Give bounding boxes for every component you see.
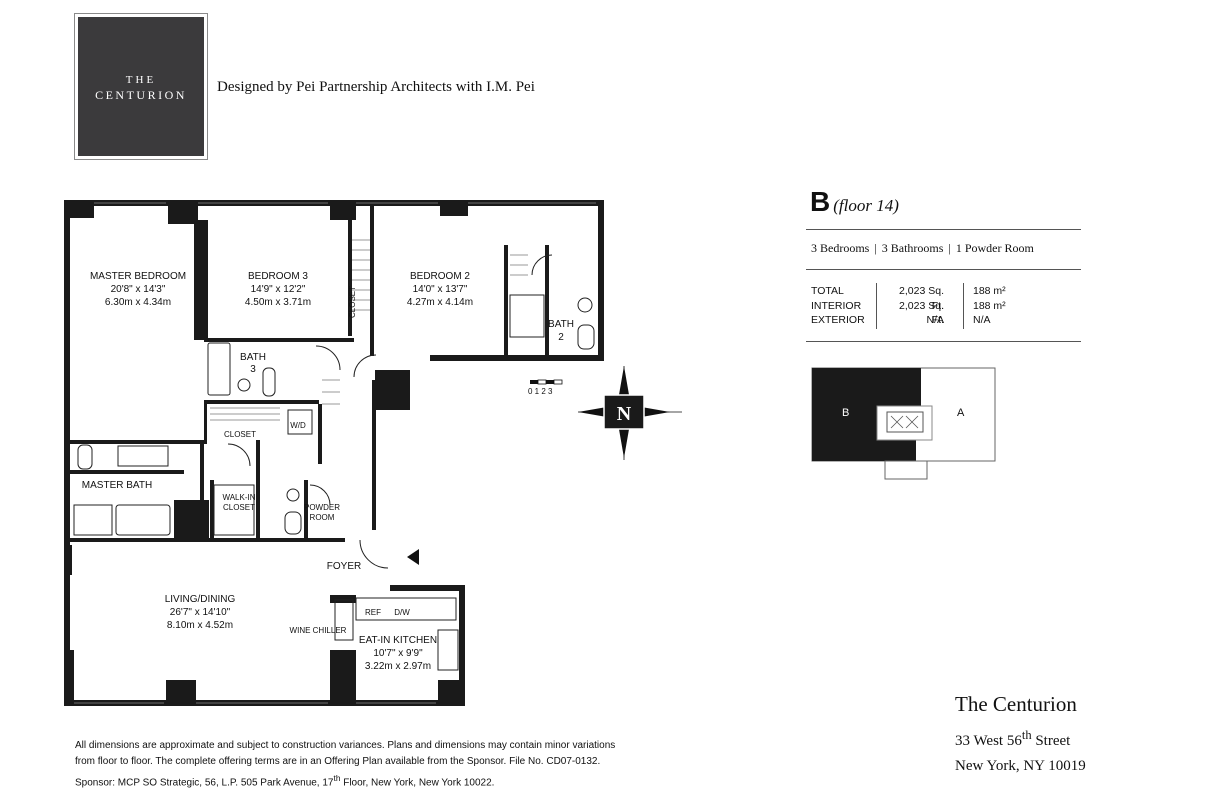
bedroom3-label: BEDROOM 3 bbox=[248, 271, 308, 282]
area-label: INTERIOR bbox=[811, 299, 862, 312]
disclaimer-line-1: All dimensions are approximate and subje… bbox=[75, 740, 616, 751]
street-name: Street bbox=[1031, 733, 1071, 749]
divider-top bbox=[806, 229, 1081, 230]
washer-dryer-label: W/D bbox=[290, 421, 306, 430]
closet-shelving bbox=[210, 239, 528, 421]
closet-label: CLOSET bbox=[224, 430, 256, 439]
kitchen-dim: 10'7" x 9'9" bbox=[373, 648, 423, 659]
keyplan-unit-b: B bbox=[842, 407, 849, 419]
keyplan-unit-a: A bbox=[957, 407, 965, 419]
closet-vertical-label: CLOSET bbox=[348, 286, 357, 318]
bedroom2-metric: 4.27m x 4.14m bbox=[407, 297, 473, 308]
sponsor-text: Sponsor: MCP SO Strategic, 56, L.P. 505 … bbox=[75, 777, 334, 789]
bedroom2-dim: 14'0" x 13'7" bbox=[413, 284, 468, 295]
living-dining-metric: 8.10m x 4.52m bbox=[167, 620, 233, 631]
disclaimer-line-2: from floor to floor. The complete offeri… bbox=[75, 756, 601, 767]
north-compass-icon: N bbox=[578, 366, 682, 460]
unit-title: B(floor 14) bbox=[810, 186, 899, 218]
kitchen-label: EAT-IN KITCHEN bbox=[359, 635, 437, 646]
foyer-label: FOYER bbox=[327, 561, 361, 572]
wine-chiller-label: WINE CHILLER bbox=[290, 626, 347, 635]
floor-plan: 0 1 2 3 N MASTER BEDROOM 20'8" x 14'3" 6… bbox=[64, 200, 682, 706]
bath2-label: BATH bbox=[548, 319, 574, 330]
logo-name: CENTURION bbox=[95, 88, 187, 102]
walk-in-closet-label-2: CLOSET bbox=[223, 503, 255, 512]
disclaimer: All dimensions are approximate and subje… bbox=[75, 738, 695, 791]
unit-floor: (floor 14) bbox=[833, 196, 899, 215]
dishwasher-label: D/W bbox=[394, 608, 410, 617]
logo-the: THE bbox=[125, 74, 157, 86]
key-plan: B A bbox=[811, 367, 996, 480]
master-bath-label: MASTER BATH bbox=[82, 480, 152, 491]
area-divider bbox=[963, 283, 964, 329]
floor-suffix: th bbox=[333, 773, 341, 783]
bedrooms-count: 3 Bedrooms bbox=[811, 241, 870, 255]
master-bedroom-label: MASTER BEDROOM bbox=[90, 271, 186, 282]
powder-room-label-2: ROOM bbox=[310, 513, 335, 522]
bath3-label: BATH bbox=[240, 352, 266, 363]
street-number: 33 West 56 bbox=[955, 733, 1022, 749]
master-bedroom-dim: 20'8" x 14'3" bbox=[111, 284, 166, 295]
north-label: N bbox=[617, 403, 632, 425]
street-address: 33 West 56th Street bbox=[955, 728, 1070, 750]
scale-bar: 0 1 2 3 bbox=[528, 379, 563, 396]
area-m2: N/A bbox=[973, 314, 991, 326]
bedroom2-label: BEDROOM 2 bbox=[410, 271, 470, 282]
scale-label: 0 1 2 3 bbox=[528, 387, 553, 396]
area-divider bbox=[876, 283, 877, 329]
fixtures bbox=[73, 254, 595, 671]
living-dining-dim: 26'7" x 14'10" bbox=[170, 607, 231, 618]
living-dining-label: LIVING/DINING bbox=[165, 594, 236, 605]
bath2-number: 2 bbox=[558, 332, 564, 343]
area-sqft: 2,023 Sq. Ft. bbox=[899, 285, 944, 312]
powder-room-label: POWDER bbox=[304, 503, 340, 512]
city-address: New York, NY 10019 bbox=[955, 758, 1086, 774]
windows bbox=[74, 202, 596, 704]
area-label: TOTAL bbox=[811, 285, 844, 297]
bedroom3-metric: 4.50m x 3.71m bbox=[245, 297, 311, 308]
kitchen-metric: 3.22m x 2.97m bbox=[365, 661, 431, 672]
designer-credit: Designed by Pei Partnership Architects w… bbox=[217, 79, 535, 95]
divider-middle bbox=[806, 269, 1081, 270]
logo: THE CENTURION bbox=[74, 13, 208, 160]
area-row: EXTERIOR N/A N/A bbox=[811, 313, 1051, 327]
powder-room-count: 1 Powder Room bbox=[955, 241, 1034, 255]
area-sqft: N/A bbox=[926, 314, 944, 326]
area-label: EXTERIOR bbox=[811, 314, 865, 326]
disclaimer-line-3: Sponsor: MCP SO Strategic, 56, L.P. 505 … bbox=[75, 770, 695, 791]
bathrooms-count: 3 Bathrooms bbox=[881, 241, 944, 255]
walk-in-closet-label: WALK-IN bbox=[222, 493, 255, 502]
area-row: INTERIOR 2,023 Sq. Ft. 188 m² bbox=[811, 299, 1051, 327]
area-m2: 188 m² bbox=[973, 285, 1006, 297]
refrigerator-label: REF bbox=[365, 608, 381, 617]
divider-bottom bbox=[806, 341, 1081, 342]
summary-separator: | bbox=[874, 241, 877, 255]
area-m2: 188 m² bbox=[973, 299, 1006, 312]
summary-separator: | bbox=[948, 241, 951, 255]
unit-letter: B bbox=[810, 186, 831, 217]
bath3-number: 3 bbox=[250, 364, 256, 375]
entry-arrow-icon bbox=[407, 549, 419, 565]
area-row: TOTAL 2,023 Sq. Ft. 188 m² bbox=[811, 284, 1051, 312]
unit-summary: 3 Bedrooms | 3 Bathrooms | 1 Powder Room bbox=[811, 241, 1034, 256]
bedroom3-dim: 14'9" x 12'2" bbox=[251, 284, 306, 295]
master-bedroom-metric: 6.30m x 4.34m bbox=[105, 297, 171, 308]
logo-box: THE CENTURION bbox=[78, 17, 204, 156]
area-sqft: 2,023 Sq. Ft. bbox=[899, 299, 944, 327]
building-name: The Centurion bbox=[955, 692, 1077, 716]
street-suffix: th bbox=[1021, 728, 1032, 742]
sponsor-address: Floor, New York, New York 10022. bbox=[340, 777, 495, 789]
